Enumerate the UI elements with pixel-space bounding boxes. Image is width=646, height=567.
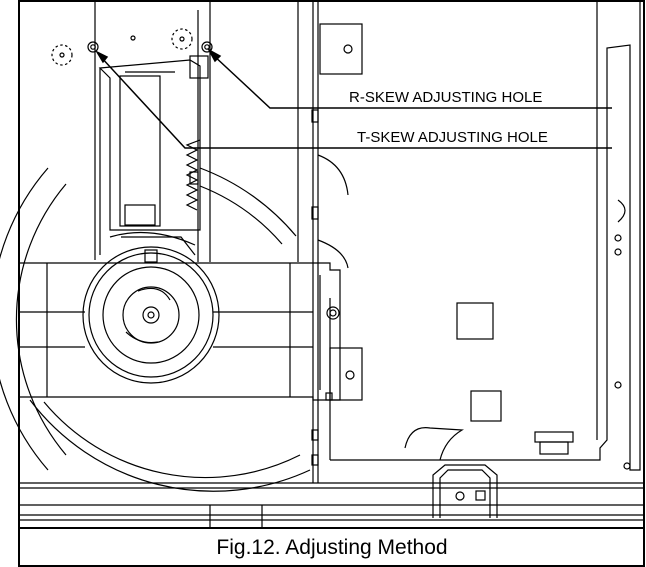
- turntable: [82, 231, 220, 384]
- adjusting-holes: [51, 28, 213, 66]
- r-skew-leader: [211, 53, 612, 109]
- pickup-sled: [98, 55, 209, 255]
- r-skew-label: R-SKEW ADJUSTING HOLE: [349, 89, 543, 106]
- figure-caption: Fig.12. Adjusting Method: [216, 536, 448, 559]
- t-skew-leader: [99, 55, 612, 149]
- leader-lines: [95, 48, 612, 149]
- bottom-bracket: [432, 464, 498, 518]
- t-skew-label: T-SKEW ADJUSTING HOLE: [357, 129, 548, 146]
- t-skew-hole: [87, 41, 99, 53]
- chassis-left: [18, 1, 211, 480]
- right-board: [329, 1, 641, 471]
- center-channel: [297, 1, 363, 483]
- figure-border: [18, 0, 645, 567]
- r-skew-hole: [201, 41, 213, 53]
- disc-tray-outline: [0, 167, 311, 492]
- spindle-frame: [18, 262, 341, 401]
- bottom-rails: [19, 482, 644, 528]
